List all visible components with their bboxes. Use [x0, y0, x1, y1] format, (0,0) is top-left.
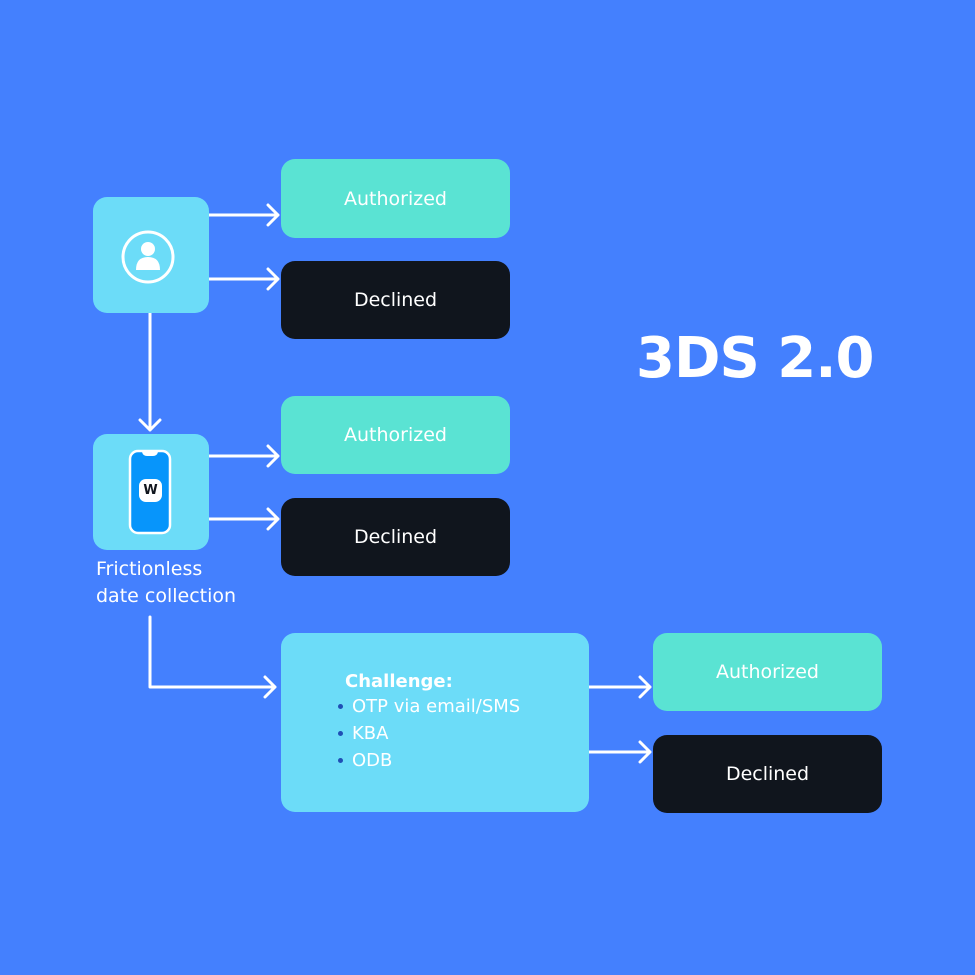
arrow-stage1-authorized [207, 203, 280, 227]
arrow-stage2-authorized [207, 444, 280, 468]
stage1-authorized-box: Authorized [281, 159, 510, 238]
user-icon [121, 230, 175, 284]
challenge-heading: Challenge: [345, 671, 453, 692]
arrow-stage1-to-stage2 [138, 311, 162, 432]
stage2-authorized-box: Authorized [281, 396, 510, 474]
challenge-item: ODB [338, 747, 520, 774]
stage3-authorized-box: Authorized [653, 633, 882, 711]
stage2-declined-box: Declined [281, 498, 510, 576]
stage1-declined-label: Declined [353, 289, 438, 311]
arrow-stage1-declined [207, 267, 280, 291]
app-badge-letter: W [143, 483, 158, 498]
challenge-item: OTP via email/SMS [338, 693, 520, 720]
stage1-declined-box: Declined [281, 261, 510, 339]
app-badge: W [139, 479, 162, 502]
stage2-authorized-label: Authorized [344, 424, 447, 446]
stage1-authorized-label: Authorized [344, 187, 447, 210]
stage3-declined-box: Declined [653, 735, 882, 813]
arrow-stage2-declined [207, 507, 280, 531]
challenge-box: Challenge: OTP via email/SMS KBA ODB [281, 633, 589, 812]
page-title: 3DS 2.0 [636, 326, 874, 391]
stage2-caption: Frictionless date collection [96, 556, 236, 610]
arrow-challenge-declined [587, 740, 652, 764]
arrow-stage2-to-challenge [148, 615, 277, 699]
stage3-declined-label: Declined [725, 763, 810, 785]
challenge-item: KBA [338, 720, 520, 747]
stage2-caption-line2: date collection [96, 585, 237, 607]
user-node [93, 197, 209, 313]
stage3-authorized-label: Authorized [716, 661, 819, 683]
stage2-declined-label: Declined [353, 526, 438, 548]
device-node: W [93, 434, 209, 550]
arrow-challenge-authorized [587, 675, 652, 699]
stage2-caption-line1: Frictionless [96, 558, 203, 580]
challenge-list: OTP via email/SMS KBA ODB [338, 693, 520, 774]
